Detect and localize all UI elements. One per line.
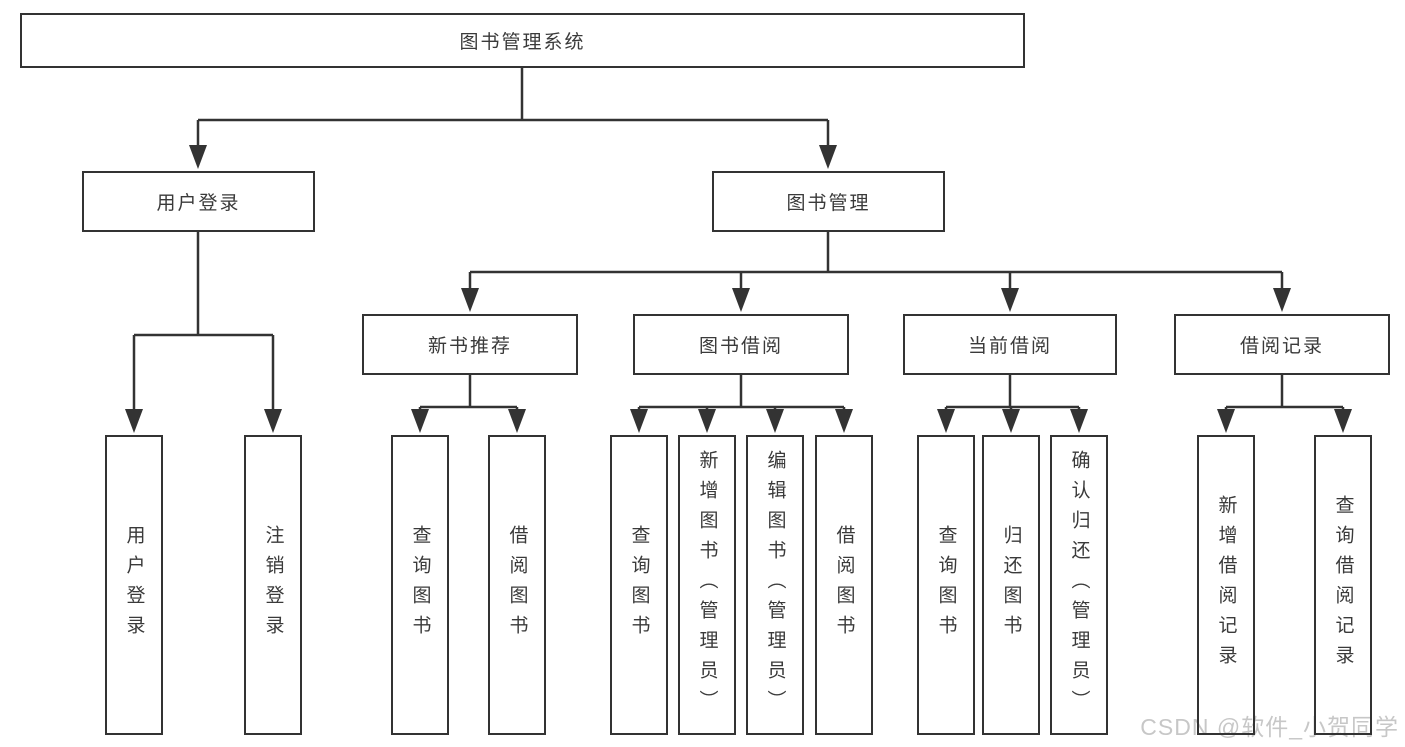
leaf-query-books-borrowing: 查询图书 (610, 435, 668, 735)
leaf-add-borrow-record: 新增借阅记录 (1197, 435, 1255, 735)
leaf-borrow-books-recommend-label: 借阅图书 (506, 525, 528, 645)
node-new-book-recommend: 新书推荐 (362, 314, 578, 375)
leaf-confirm-return-admin-label: 确认归还（管理员） (1068, 450, 1090, 720)
leaf-query-books-recommend-label: 查询图书 (409, 525, 431, 645)
leaf-user-login-label: 用户登录 (123, 525, 145, 645)
leaf-add-book-admin: 新增图书（管理员） (678, 435, 736, 735)
leaf-confirm-return-admin: 确认归还（管理员） (1050, 435, 1108, 735)
leaf-add-borrow-record-label: 新增借阅记录 (1215, 495, 1237, 675)
leaf-add-book-admin-label: 新增图书（管理员） (696, 450, 718, 720)
node-book-borrowing-label: 图书借阅 (698, 336, 783, 357)
node-book-management: 图书管理 (712, 171, 945, 232)
node-borrowing-records-label: 借阅记录 (1239, 336, 1324, 357)
leaf-return-books-label: 归还图书 (1000, 525, 1022, 645)
leaf-query-books-recommend: 查询图书 (391, 435, 449, 735)
leaf-query-borrow-record-label: 查询借阅记录 (1332, 495, 1354, 675)
leaf-edit-book-admin-label: 编辑图书（管理员） (764, 450, 786, 720)
leaf-edit-book-admin: 编辑图书（管理员） (746, 435, 804, 735)
leaf-query-books-current: 查询图书 (917, 435, 975, 735)
node-book-management-label: 图书管理 (786, 193, 871, 214)
node-current-borrowing-label: 当前借阅 (967, 336, 1052, 357)
leaf-borrow-books-recommend: 借阅图书 (488, 435, 546, 735)
node-library-management-system: 图书管理系统 (20, 13, 1025, 68)
node-user-login-label: 用户登录 (156, 193, 241, 214)
watermark: CSDN @软件_小贺同学 (1140, 714, 1399, 740)
leaf-logout: 注销登录 (244, 435, 302, 735)
node-borrowing-records: 借阅记录 (1174, 314, 1390, 375)
node-book-borrowing: 图书借阅 (633, 314, 849, 375)
leaf-user-login: 用户登录 (105, 435, 163, 735)
node-current-borrowing: 当前借阅 (903, 314, 1117, 375)
leaf-return-books: 归还图书 (982, 435, 1040, 735)
leaf-query-borrow-record: 查询借阅记录 (1314, 435, 1372, 735)
leaf-borrow-books: 借阅图书 (815, 435, 873, 735)
arrowheads (125, 145, 1352, 433)
leaf-query-books-borrowing-label: 查询图书 (628, 525, 650, 645)
node-user-login: 用户登录 (82, 171, 315, 232)
node-new-book-recommend-label: 新书推荐 (427, 336, 512, 357)
leaf-logout-label: 注销登录 (262, 525, 284, 645)
node-library-management-system-label: 图书管理系统 (459, 32, 586, 53)
leaf-borrow-books-label: 借阅图书 (833, 525, 855, 645)
leaf-query-books-current-label: 查询图书 (935, 525, 957, 645)
